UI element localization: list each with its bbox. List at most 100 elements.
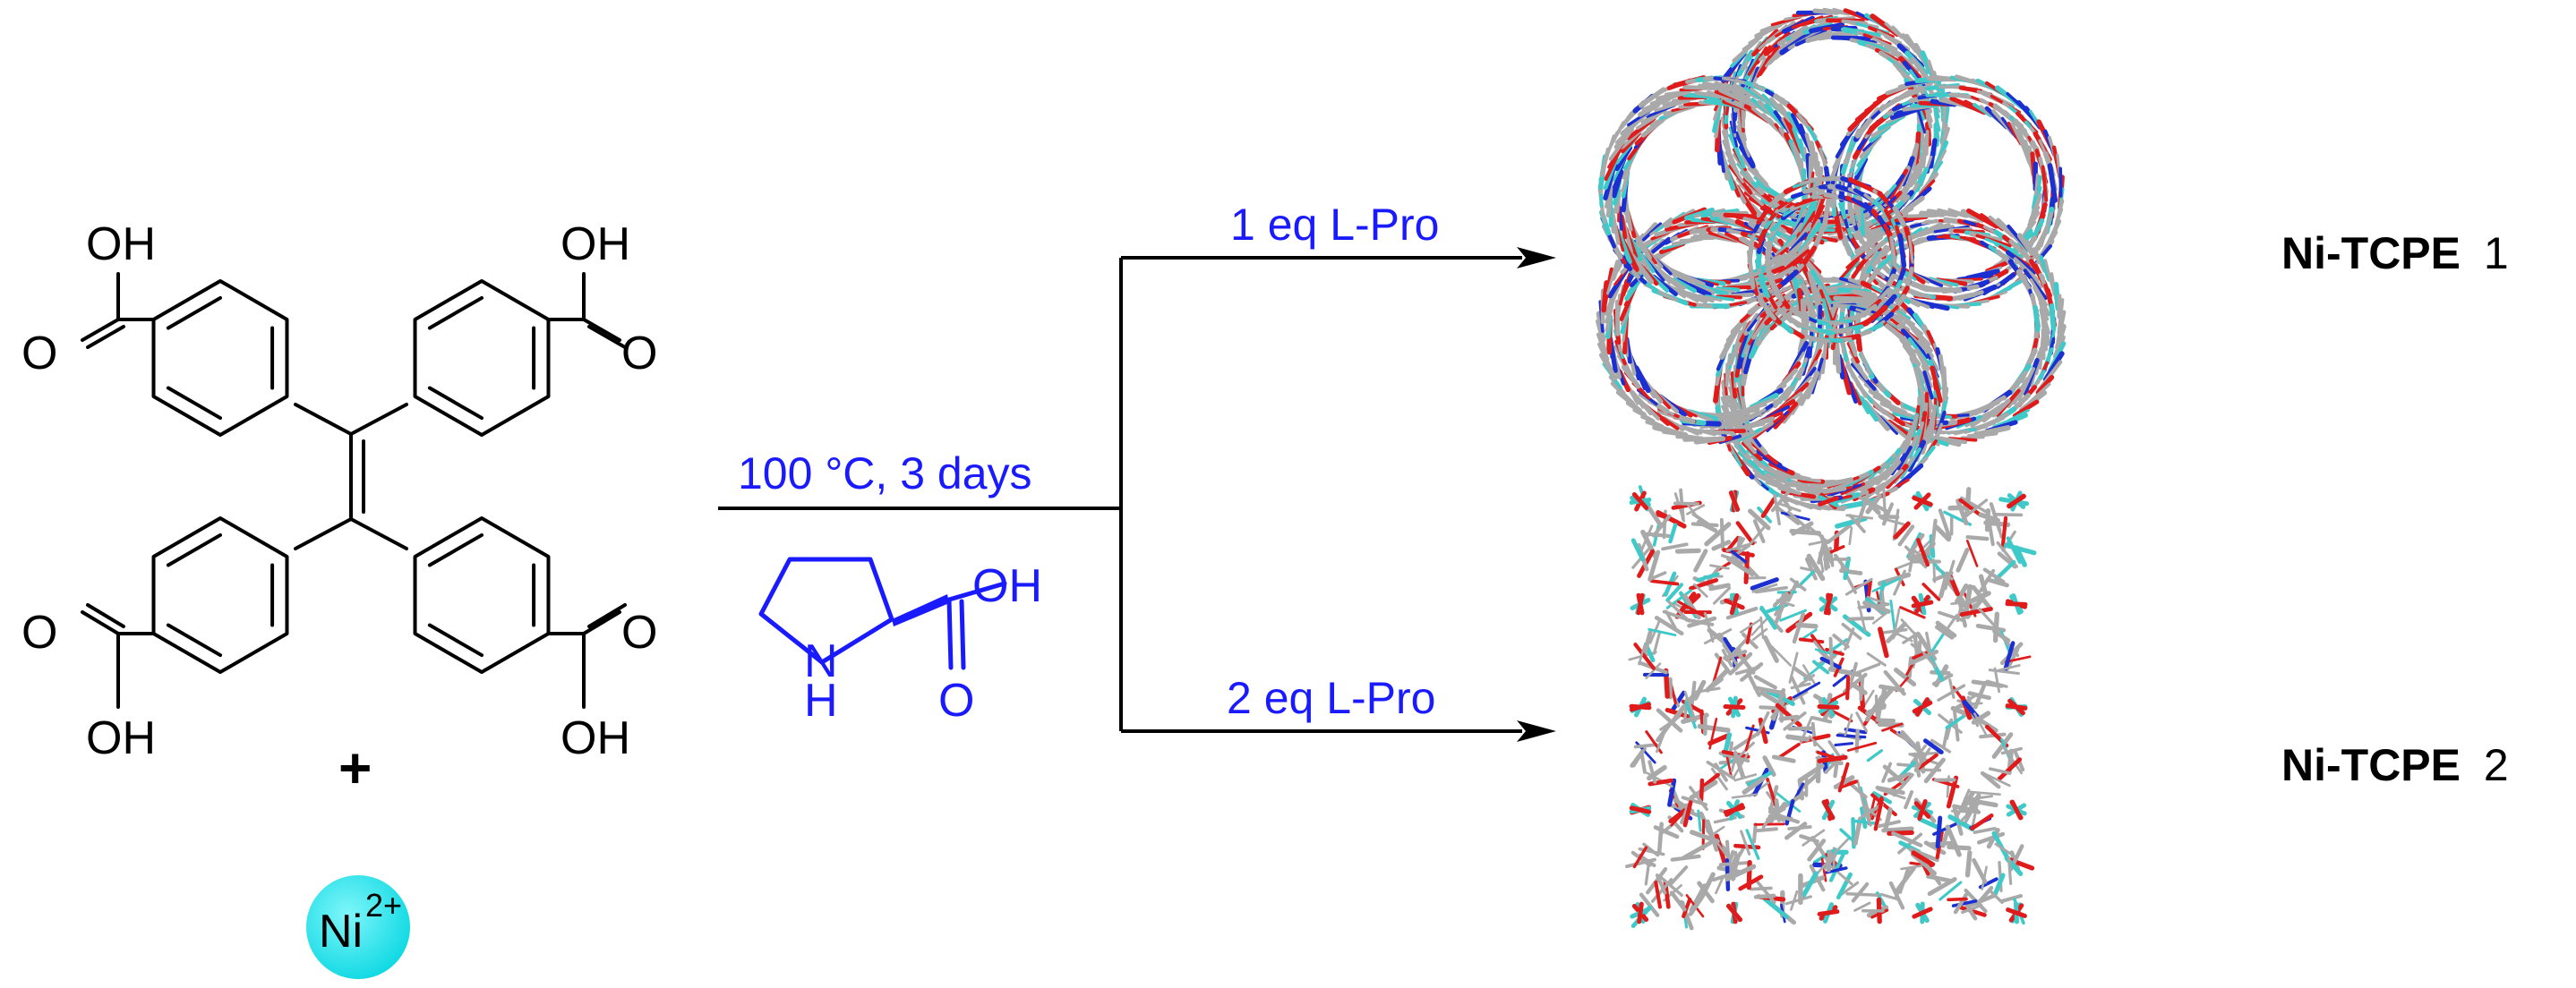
framework-2-strut — [1847, 616, 1875, 621]
framework-2-strut — [1964, 893, 1997, 909]
framework-2-strut — [1975, 624, 2007, 633]
framework-2-strut — [1745, 829, 1760, 860]
framework-1-strut — [1798, 138, 1808, 162]
ni-tcpe-2-framework-image — [1625, 485, 2037, 931]
framework-2-strut — [1997, 757, 2023, 781]
framework-2-strut — [1654, 616, 1684, 636]
framework-2-strut — [1751, 822, 1758, 844]
framework-2-strut — [1731, 551, 1746, 571]
framework-2-strut — [1633, 743, 1658, 749]
framework-2-strut — [1689, 577, 1719, 591]
tcpe-ligand-structure — [81, 272, 627, 709]
framework-2-strut — [1946, 775, 1959, 809]
framework-2-strut — [1916, 538, 1930, 567]
framework-2-diagonal — [1682, 840, 1713, 860]
framework-2-strut — [1830, 838, 1850, 857]
ring-top-left-double-bond — [166, 386, 222, 421]
framework-2-strut — [1836, 734, 1867, 739]
framework-2-strut — [1893, 668, 1917, 687]
framework-2-diagonal — [1785, 734, 1810, 742]
framework-2-diagonal — [1944, 559, 1956, 591]
framework-2-strut — [1734, 665, 1760, 676]
ring-top-right — [413, 279, 551, 437]
framework-2-strut — [1733, 543, 1751, 557]
framework-2-strut — [1913, 747, 1931, 772]
framework-2-strut — [1688, 895, 1704, 916]
ligand-labels: OH O OH O O OH O OH + — [21, 218, 657, 800]
framework-1-strut — [1813, 151, 1820, 177]
framework-2-diagonal — [1986, 515, 1995, 547]
framework-2-strut — [1735, 521, 1755, 546]
framework-2-strut — [1917, 753, 1938, 770]
framework-2-strut — [1871, 610, 1890, 625]
framework-2-strut — [1994, 559, 2016, 582]
framework-2-strut — [1978, 608, 1998, 629]
framework-2-strut — [1720, 554, 1746, 565]
framework-2-strut — [1881, 826, 1914, 833]
framework-2-strut — [1811, 660, 1830, 675]
ring-bottom-right — [413, 516, 551, 674]
framework-2-strut — [1973, 826, 1997, 834]
framework-2-strut — [1687, 616, 1717, 628]
framework-2-strut — [1833, 775, 1855, 789]
ring-bottom-right-double-bond — [427, 532, 484, 567]
ring-top-left — [151, 279, 289, 437]
framework-2-strut — [1801, 628, 1818, 641]
framework-2-strut — [1947, 814, 1975, 832]
framework-2-strut — [1961, 592, 1986, 608]
framework-2-strut — [2005, 655, 2032, 663]
framework-2-strut — [2000, 515, 2008, 550]
framework-1-strut — [1960, 435, 1985, 439]
framework-2-strut — [1973, 712, 1987, 736]
label-o-top-left: O — [21, 328, 57, 379]
ring-top-right-double-bond — [427, 386, 484, 421]
framework-1-strut — [2039, 254, 2051, 282]
framework-2-diagonal — [1965, 534, 1990, 541]
ring-bottom-left-double-bond — [166, 623, 222, 658]
framework-2-strut — [1947, 897, 1968, 902]
framework-2-diagonal — [1654, 881, 1662, 909]
framework-1-strut — [1816, 166, 1824, 200]
framework-2-strut — [1960, 496, 1987, 514]
framework-1-strut — [1839, 257, 1860, 279]
framework-2-strut — [1752, 519, 1766, 544]
framework-2-strut — [1784, 822, 1808, 840]
framework-2-strut — [1971, 804, 1979, 828]
framework-1-strut — [1923, 104, 1933, 129]
framework-2-strut — [1789, 528, 1822, 536]
framework-1-strut — [1937, 208, 1968, 218]
framework-2-strut — [1712, 656, 1723, 685]
framework-2-diagonal — [1658, 875, 1683, 898]
nickel-ion-sphere — [306, 875, 410, 979]
framework-2-strut — [1784, 895, 1812, 906]
framework-2-strut — [1963, 900, 1978, 921]
acid-bottom-left-co-double — [86, 603, 125, 628]
framework-2-diagonal — [1956, 547, 1970, 573]
framework-1-strut — [2049, 303, 2057, 331]
framework-2-strut — [1911, 850, 1936, 867]
framework-2-strut — [1625, 857, 1656, 869]
framework-2-node — [1636, 592, 1645, 616]
framework-2-strut — [1964, 487, 1972, 517]
framework-2-node — [1917, 799, 1928, 821]
framework-2-strut — [1883, 807, 1893, 832]
framework-2-node — [1723, 704, 1746, 710]
framework-2-diagonal — [1846, 741, 1878, 752]
framework-2-strut — [1971, 679, 2005, 688]
framework-2-strut — [1642, 630, 1653, 655]
framework-2-diagonal — [1892, 773, 1914, 797]
framework-2-node — [1631, 492, 1649, 510]
framework-2-strut — [1878, 788, 1906, 800]
framework-1-strut — [2038, 301, 2051, 335]
framework-2-strut — [1910, 852, 1938, 875]
framework-2-strut — [1807, 839, 1827, 862]
framework-2-strut — [1697, 881, 1715, 904]
framework-2-strut — [1667, 778, 1677, 807]
ni-tcpe-1-framework-image — [1596, 7, 2067, 512]
framework-2-strut — [2003, 641, 2015, 672]
framework-2-diagonal — [1693, 549, 1708, 573]
framework-2-strut — [1879, 892, 1900, 901]
framework-2-strut — [1810, 835, 1831, 864]
framework-2-strut — [1913, 768, 1942, 772]
framework-2-strut — [1667, 600, 1690, 623]
